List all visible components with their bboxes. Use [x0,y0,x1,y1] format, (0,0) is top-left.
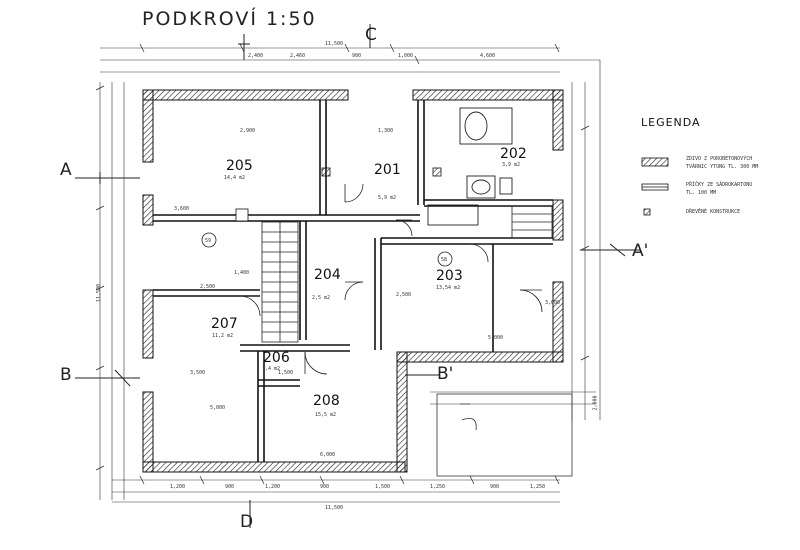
dim-top-1: 2,400 [248,53,264,59]
dim-interior-1: 5,000 [210,405,226,411]
room-number-201: 201 [374,162,401,178]
dim-interior-9: 3,600 [174,206,190,212]
dim-interior-5: 2,500 [396,292,412,298]
dim-interior-11: 6,000 [320,452,336,458]
dimension-ticks [95,43,590,485]
legend-item-2-line-2: TL. 100 MM [686,190,717,196]
room-number-207: 207 [211,316,238,332]
room-area-205: 14,4 m2 [224,175,246,181]
room-number-204: 204 [314,267,341,283]
dim-bottom-3: 1,200 [265,484,281,490]
dim-top-4: 1,000 [398,53,414,59]
section-label-a-right: A' [632,241,649,261]
dim-interior-3: 2,500 [200,284,216,290]
room-markers [201,232,453,267]
dim-bottom-4: 900 [320,484,330,490]
dim-top-3: 900 [352,53,362,59]
dim-bottom-7: 900 [490,484,500,490]
marker-label-59: 59 [205,238,212,244]
chimney [235,167,442,222]
doors [239,183,543,375]
section-label-b-right: B' [437,364,454,384]
dim-interior-10: 1,400 [234,270,250,276]
dim-bottom-1: 1,200 [170,484,186,490]
room-area-208: 15,5 m2 [315,412,337,418]
dim-top-2: 2,460 [290,53,306,59]
dim-bottom-2: 900 [225,484,235,490]
drawing-title: PODKROVÍ 1:50 [142,8,317,30]
dim-bottom-8: 1,250 [530,484,546,490]
outer-walls [142,89,564,473]
room-area-202: 3,9 m2 [502,162,521,168]
bathroom-fixtures [427,107,513,226]
dim-interior-12: 3,000 [545,300,561,306]
room-area-203: 13,54 m2 [436,285,461,291]
room-area-204: 2,5 m2 [312,295,331,301]
terrace-outline [436,393,573,477]
marker-label-58: 58 [441,257,448,263]
staircase [261,205,553,343]
dim-left-overall: 11,500 [96,283,103,303]
room-number-202: 202 [500,146,527,162]
room-area-207: 11,2 m2 [212,333,234,339]
section-label-a-left: A [60,160,72,180]
dim-bottom-6: 1,250 [430,484,446,490]
dim-interior-7: 2,900 [240,128,256,134]
section-label-b-left: B [60,365,72,385]
dim-right-overall: 2,000 [592,395,599,411]
dim-top-5: 4,600 [480,53,496,59]
view-label-d: D [240,512,254,532]
dim-interior-8: 1,300 [378,128,394,134]
legend-item-2-line-1: PŘÍČKY ZE SÁDROKARTONU [686,182,753,188]
room-area-206: 1,4 m2 [262,366,281,372]
dim-bottom-overall: 11,500 [325,505,344,511]
room-number-206: 206 [263,350,290,366]
room-number-205: 205 [226,158,253,174]
view-label-c: C [365,25,377,45]
section-marks [75,24,640,528]
legend-item-1-line-1: ZDIVO Z POROBETONOVÝCH [686,156,753,162]
dimension-lines [99,47,601,503]
legend-title: LEGENDA [641,116,701,129]
room-number-208: 208 [313,393,340,409]
dim-interior-2: 3,500 [190,370,206,376]
dim-bottom-5: 1,500 [375,484,391,490]
legend-item-3-line-1: DŘEVĚNÉ KONSTRUKCE [686,209,741,215]
room-area-201: 5,9 m2 [378,195,397,201]
dim-interior-6: 5,000 [488,335,504,341]
room-number-203: 203 [436,268,463,284]
legend-item-1-line-2: TVÁRNIC YTONG TL. 300 MM [686,164,759,170]
dim-top-overall: 11,500 [325,41,344,47]
dim-interior-4: 1,500 [278,370,294,376]
legend-symbols [641,157,669,216]
